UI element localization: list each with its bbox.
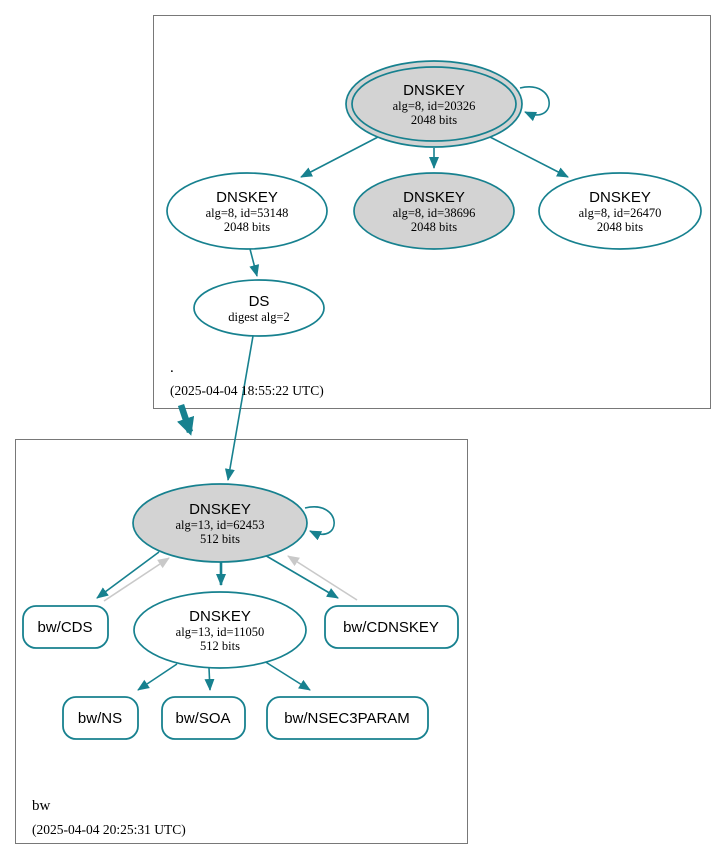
bw-ksk-detail2: 512 bits: [200, 532, 240, 546]
node-bw-ksk-dnskey: DNSKEY alg=13, id=62453 512 bits: [132, 483, 308, 563]
bw-cdnskey-rect: [324, 605, 459, 649]
root-zsk38696-ellipse: [353, 172, 515, 250]
edge-zsk53148-to-ds: [249, 248, 260, 277]
node-bw-ns-rrset: bw/NS: [62, 696, 139, 740]
root-zsk53148-detail2: 2048 bits: [224, 220, 270, 234]
root-zone-label: .: [170, 360, 174, 376]
edge-bw-zsk-to-nsec3param: [263, 660, 311, 691]
zone-box-root: [153, 15, 711, 409]
root-ksk-title: DNSKEY: [403, 82, 465, 99]
node-bw-zsk-dnskey: DNSKEY alg=13, id=11050 512 bits: [133, 591, 307, 669]
edge-bw-zsk-to-soa: [204, 667, 215, 691]
bw-ksk-detail1: alg=13, id=62453: [175, 518, 264, 532]
root-ksk-inner-ring: [351, 66, 517, 142]
bw-cds-label: bw/CDS: [37, 619, 92, 636]
root-ksk-detail1: alg=8, id=20326: [393, 99, 476, 113]
edge-root-ksk-selfloop: [519, 86, 550, 122]
bw-zsk-detail1: alg=13, id=11050: [176, 625, 265, 639]
edge-bw-zsk-to-ns: [137, 663, 178, 691]
bw-ksk-ellipse: [132, 483, 308, 563]
bw-nsec3param-rect: [266, 696, 429, 740]
node-bw-cdnskey-rrset: bw/CDNSKEY: [324, 605, 459, 649]
bw-zone-timestamp: (2025-04-04 20:25:31 UTC): [32, 822, 186, 837]
bw-ns-label: bw/NS: [78, 710, 122, 727]
bw-cds-rect: [22, 605, 109, 649]
root-zsk38696-detail2: 2048 bits: [411, 220, 457, 234]
node-root-ds: DS digest alg=2: [193, 279, 325, 337]
bw-zone-label: bw: [32, 798, 51, 814]
root-zsk26470-ellipse: [538, 172, 702, 250]
edge-cds-to-bw-ksk-gray: [103, 557, 170, 602]
root-ksk-outer-ring: [345, 60, 523, 148]
bw-ns-rect: [62, 696, 139, 740]
bw-soa-label: bw/SOA: [175, 710, 230, 727]
bw-nsec3param-label: bw/NSEC3PARAM: [284, 710, 410, 727]
root-zone-timestamp: (2025-04-04 18:55:22 UTC): [170, 383, 324, 398]
root-ds-ellipse: [193, 279, 325, 337]
node-root-ksk-dnskey: DNSKEY alg=8, id=20326 2048 bits: [345, 60, 523, 148]
root-zsk26470-title: DNSKEY: [589, 189, 651, 206]
node-root-zsk53148-dnskey: DNSKEY alg=8, id=53148 2048 bits: [166, 172, 328, 250]
zone-box-bw: [15, 439, 468, 844]
edge-root-delegation-to-bw: [177, 403, 195, 436]
root-ksk-detail2: 2048 bits: [411, 113, 457, 127]
bw-zsk-title: DNSKEY: [189, 608, 251, 625]
bw-cdnskey-label: bw/CDNSKEY: [343, 619, 439, 636]
edge-cdnskey-to-bw-ksk-gray: [287, 555, 358, 601]
edge-bw-ksk-selfloop: [304, 506, 335, 541]
root-zsk26470-detail2: 2048 bits: [597, 220, 643, 234]
bw-zsk-detail2: 512 bits: [200, 639, 240, 653]
node-bw-nsec3param-rrset: bw/NSEC3PARAM: [266, 696, 429, 740]
root-zsk53148-detail1: alg=8, id=53148: [206, 206, 289, 220]
root-ds-title: DS: [249, 293, 270, 310]
edge-root-ksk-to-zsk53148: [300, 136, 379, 178]
bw-soa-rect: [161, 696, 246, 740]
root-zsk53148-title: DNSKEY: [216, 189, 278, 206]
node-bw-cds-rrset: bw/CDS: [22, 605, 109, 649]
root-zsk26470-detail1: alg=8, id=26470: [579, 206, 662, 220]
node-root-zsk26470-dnskey: DNSKEY alg=8, id=26470 2048 bits: [538, 172, 702, 250]
bw-zsk-ellipse: [133, 591, 307, 669]
root-ds-detail1: digest alg=2: [228, 310, 290, 324]
root-zsk38696-title: DNSKEY: [403, 189, 465, 206]
node-root-zsk38696-dnskey: DNSKEY alg=8, id=38696 2048 bits: [353, 172, 515, 250]
edge-bw-ksk-to-cds: [96, 551, 160, 599]
bw-ksk-title: DNSKEY: [189, 501, 251, 518]
edge-bw-ksk-to-cdnskey: [262, 553, 339, 599]
edge-root-ksk-to-zsk26470: [489, 136, 569, 178]
root-zsk53148-ellipse: [166, 172, 328, 250]
node-bw-soa-rrset: bw/SOA: [161, 696, 246, 740]
root-zsk38696-detail1: alg=8, id=38696: [393, 206, 476, 220]
edge-ds-to-bw-ksk: [224, 335, 254, 481]
